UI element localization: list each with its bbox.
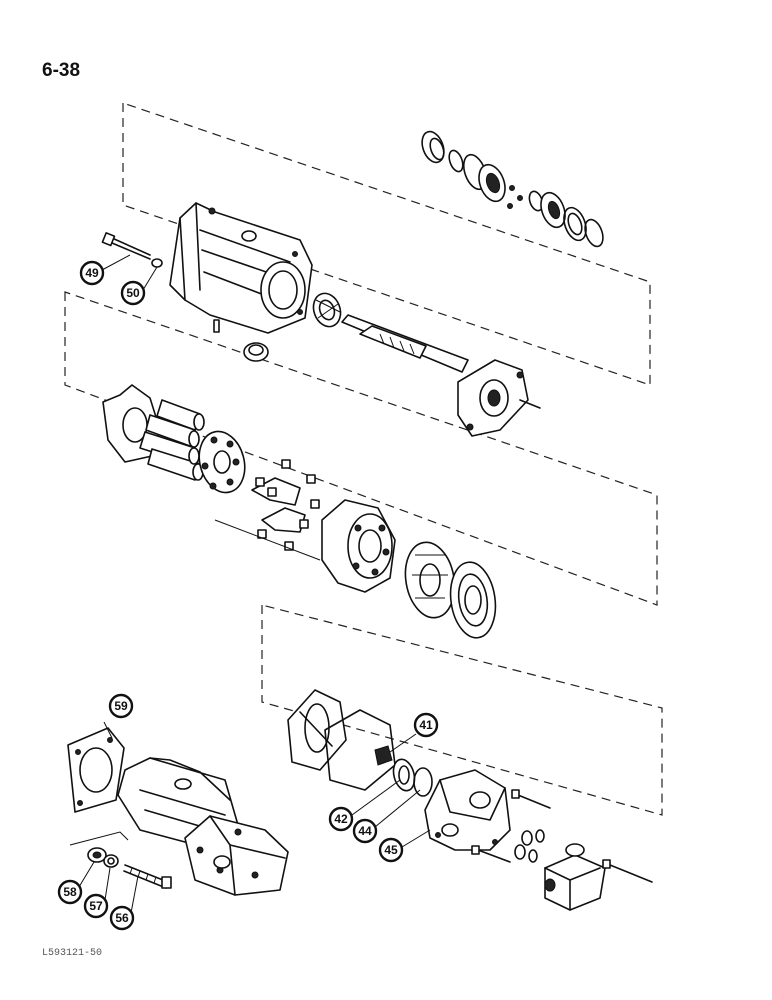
- drive-shaft: [341, 314, 469, 373]
- svg-text:42: 42: [334, 812, 348, 826]
- svg-text:59: 59: [114, 699, 128, 713]
- seal-42: [392, 758, 416, 792]
- end-cap-bolts: [471, 789, 551, 863]
- washer-50: [151, 258, 163, 268]
- piston-set: [139, 399, 205, 481]
- bolt-49: [101, 232, 151, 260]
- pressure-plate: [449, 561, 497, 639]
- svg-text:49: 49: [85, 266, 99, 280]
- o-ring-44: [413, 767, 433, 797]
- mounting-gasket-59: [67, 727, 125, 813]
- dowel-pin: [213, 319, 220, 333]
- callout-59: 59: [108, 693, 134, 719]
- port-plate: [404, 541, 456, 619]
- svg-text:50: 50: [126, 286, 140, 300]
- figure-code: L593121-50: [42, 948, 103, 959]
- page-number: 6-38: [42, 60, 81, 81]
- gasket-plate: [287, 689, 347, 771]
- tapered-bearing: [312, 292, 342, 328]
- group-outline-end-cap: [261, 604, 663, 816]
- callout-44: 44: [352, 818, 378, 844]
- svg-text:44: 44: [358, 824, 372, 838]
- callout-56: 56: [109, 905, 135, 931]
- svg-text:41: 41: [419, 718, 433, 732]
- pump-housing: [169, 202, 313, 334]
- mount-hardware: [69, 831, 172, 889]
- assembled-pump: [117, 757, 289, 896]
- end-cap-45: [424, 769, 511, 851]
- leader-lines: [78, 254, 431, 914]
- callout-41: 41: [413, 712, 439, 738]
- callout-58: 58: [57, 879, 83, 905]
- callout-57: 57: [83, 893, 109, 919]
- svg-text:57: 57: [89, 899, 103, 913]
- svg-text:58: 58: [63, 885, 77, 899]
- shaft-cover-plate: [457, 359, 541, 437]
- callout-42: 42: [328, 806, 354, 832]
- plug-fitting: [243, 342, 269, 362]
- retainer-plate: [198, 430, 246, 494]
- compensator-valve: [544, 843, 653, 911]
- swashplate-hardware: [214, 459, 321, 561]
- seal-ring-stack: [421, 130, 604, 248]
- svg-text:56: 56: [115, 911, 129, 925]
- group-outline-housing: [122, 102, 651, 386]
- group-outline-rotating-group: [64, 291, 658, 606]
- callout-50: 50: [120, 280, 146, 306]
- svg-text:45: 45: [384, 843, 398, 857]
- callout-49: 49: [79, 260, 105, 286]
- compensator-seals: [514, 829, 545, 863]
- cylinder-block: [321, 499, 396, 593]
- callout-45: 45: [378, 837, 404, 863]
